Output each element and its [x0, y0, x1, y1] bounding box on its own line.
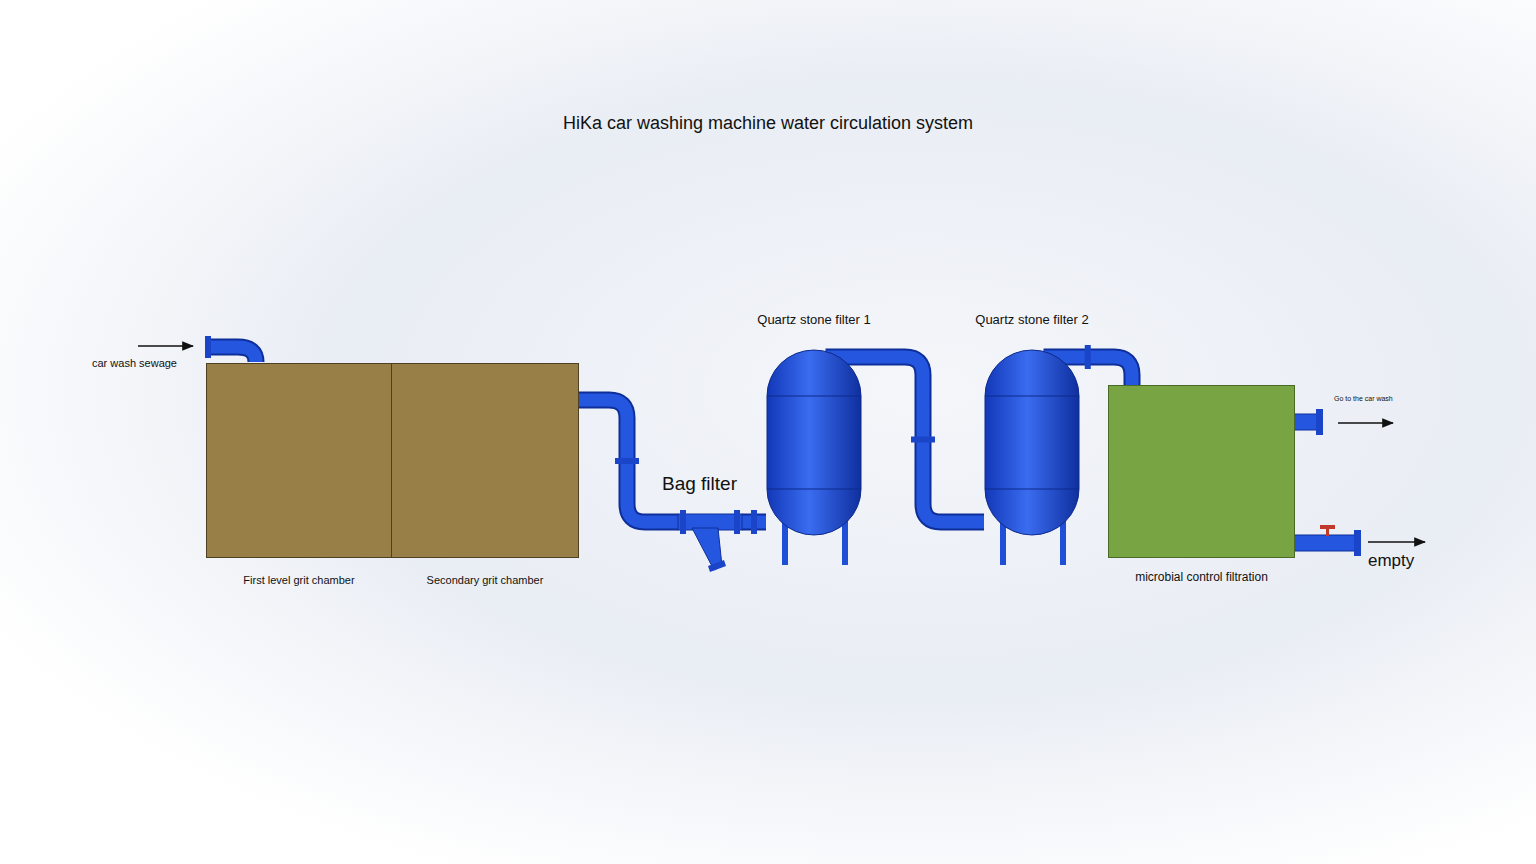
- quartz-filter-tank-drawing: [766, 349, 862, 567]
- water-pipe: [579, 400, 678, 522]
- node-label: First level grit chamber: [243, 574, 354, 587]
- bag-filter-drawing: [678, 508, 742, 572]
- bag-filter: Bag filter: [678, 508, 742, 572]
- flow-label: Go to the car wash: [1334, 395, 1393, 402]
- pipe-flange: [751, 510, 757, 534]
- flow-label: empty: [1368, 551, 1414, 571]
- pipe-stroke: [579, 400, 678, 522]
- quartz-filter-tank-shape: [984, 349, 1080, 567]
- node-label: Quartz stone filter 1: [757, 312, 870, 328]
- quartz-filter-tank-shape: [766, 349, 862, 567]
- quartz-filter-tank: Quartz stone filter 2: [984, 349, 1080, 567]
- grit-chamber: First level grit chamber: [206, 363, 392, 558]
- grit-chamber: Secondary grit chamber: [391, 363, 579, 558]
- flow-label: car wash sewage: [92, 357, 177, 369]
- pipe-flange: [1085, 345, 1091, 369]
- outlet-pipes: [1294, 409, 1361, 556]
- inlet-pipe: [205, 336, 256, 362]
- pipe-flange: [615, 458, 639, 464]
- microbial-filter-box: microbial control filtration: [1108, 385, 1295, 558]
- pipe-flange: [911, 437, 935, 443]
- quartz-filter-tank-drawing: [984, 349, 1080, 567]
- pipe-stroke: [579, 400, 678, 522]
- node-label: Secondary grit chamber: [427, 574, 544, 587]
- node-label: Quartz stone filter 2: [975, 312, 1088, 328]
- node-label: Bag filter: [662, 473, 737, 496]
- quartz-filter-tank: Quartz stone filter 1: [766, 349, 862, 567]
- node-label: microbial control filtration: [1135, 570, 1268, 584]
- bag-filter-shape: [678, 508, 742, 572]
- water-pipe: [742, 510, 766, 534]
- diagram-title: HiKa car washing machine water circulati…: [0, 113, 1536, 134]
